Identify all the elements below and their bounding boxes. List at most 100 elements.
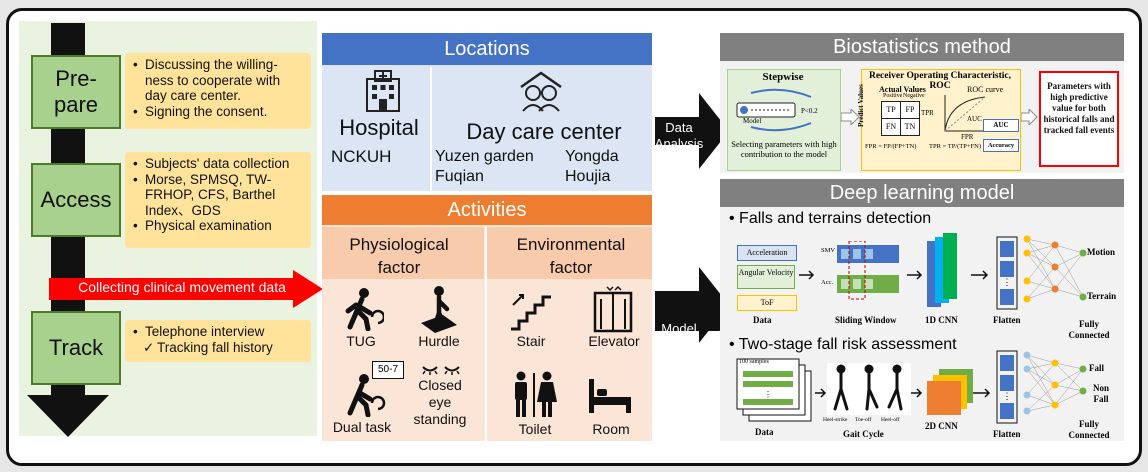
cnn1d-graphic xyxy=(927,233,957,307)
walking-turn-icon xyxy=(345,288,384,331)
prepare-notes: Discussing the willing-ness to cooperate… xyxy=(125,53,311,129)
arrow-icon xyxy=(799,270,815,280)
biostat-title: Biostatistics method xyxy=(720,33,1124,61)
fc-network-graphic xyxy=(1023,235,1087,303)
tpr-formula: TPR = TP/(TP+FN) xyxy=(929,143,981,150)
model-building-label: Model Building xyxy=(655,321,703,352)
arrow-icon xyxy=(841,109,860,125)
negative-label: Negative xyxy=(903,93,925,99)
flatten-graphic: ⋮ xyxy=(996,236,1018,310)
track-notes: Telephone interview Tracking fall histor… xyxy=(125,320,311,362)
activity-label: Stair xyxy=(516,333,546,349)
gait-cycle-graphic xyxy=(827,363,911,415)
svg-text:⋮: ⋮ xyxy=(764,390,772,399)
activity-label: TUG xyxy=(346,333,376,349)
data-label: Data xyxy=(755,427,774,437)
daycare-title: Day care center xyxy=(466,119,622,144)
p-label: P<0.2 xyxy=(801,107,818,115)
cnn2d-label: 2D CNN xyxy=(925,421,958,431)
arrow-icon xyxy=(1021,109,1038,125)
data-analysis-label: Data Analysis xyxy=(654,120,704,151)
cnn2d-graphic xyxy=(927,369,973,415)
collecting-arrow xyxy=(49,270,323,308)
predict-values: Predict Values xyxy=(857,84,865,127)
arrow-icon xyxy=(907,270,923,280)
hospital-name: NCKUH xyxy=(331,147,392,166)
data-label: Data xyxy=(753,315,772,325)
acc-label: Acc. xyxy=(821,279,834,286)
cnn1d-label: 1D CNN xyxy=(925,315,958,325)
note-item: Morse, SPMSQ, TW-FRHOP, CFS, Barthel Ind… xyxy=(133,172,303,219)
tpr-label: TPR xyxy=(921,109,934,117)
roc-curve-label: ROC curve xyxy=(967,85,1004,94)
fully-connected-label: Fully Connected xyxy=(1068,319,1110,340)
falls-title-text: Falls and terrains detection xyxy=(739,210,932,227)
terrain-label: Terrain xyxy=(1087,291,1117,301)
data-item: Angular Velocity xyxy=(737,265,795,289)
samples-graphic: ⋮ xyxy=(736,358,812,422)
roc-title: Receiver Operating Characteristic, ROC xyxy=(868,71,1011,91)
note-item: Tracking fall history xyxy=(133,340,303,356)
note-item: Telephone interview xyxy=(133,324,303,340)
two-stage-title-text: Two-stage fall risk assessment xyxy=(738,336,957,353)
fpr-label: FPR xyxy=(961,133,974,141)
falls-title: • Falls and terrains detection xyxy=(729,210,932,227)
arrow-icon xyxy=(911,388,923,398)
note-item: Signing the consent. xyxy=(133,104,303,120)
flatten-label: Flatten xyxy=(993,429,1021,439)
arrow-icon xyxy=(815,388,827,398)
deep-title: Deep learning model xyxy=(720,179,1124,207)
svg-text:⋮: ⋮ xyxy=(1003,391,1012,401)
cm-cell: TN xyxy=(900,118,920,136)
hospital-title: Hospital xyxy=(339,115,419,140)
divider xyxy=(485,227,487,441)
diagram-frame: Pre- pare Access Track Discussing the wi… xyxy=(6,8,1142,466)
svg-text:⋮: ⋮ xyxy=(1003,277,1012,287)
activity-label: Room xyxy=(592,421,630,437)
dual-task-icon xyxy=(347,374,386,417)
activity-label: Dual task xyxy=(332,419,392,435)
auc-box: AUC xyxy=(983,119,1019,132)
biostat-result: Parameters with high predictive value fo… xyxy=(1039,71,1119,167)
stepwise-box xyxy=(727,69,841,171)
activity-label: Toilet xyxy=(518,421,552,437)
activity-label: Closed eye standing xyxy=(413,377,467,427)
toilet-icon xyxy=(515,371,557,417)
elderly-couple-icon xyxy=(520,71,562,112)
arrow-icon xyxy=(971,270,989,280)
cm-cell: FN xyxy=(881,118,901,136)
site-name: Yuzen garden xyxy=(435,148,534,165)
stepwise-title: Stepwise xyxy=(762,71,804,83)
stepwise-graphic xyxy=(736,88,812,132)
motion-label: Motion xyxy=(1087,247,1115,257)
accuracy-box: Accuracy xyxy=(983,139,1019,152)
note-item: Physical examination xyxy=(133,218,303,234)
samples-label: 100 samples xyxy=(739,359,769,365)
auc-label: AUC xyxy=(967,115,982,123)
stage-prepare: Pre- pare xyxy=(31,55,121,129)
locations-title: Locations xyxy=(322,33,652,65)
roc-plot xyxy=(944,95,986,132)
actual-values: Actual Values xyxy=(879,85,926,94)
model-label: Model xyxy=(743,117,762,125)
divider xyxy=(430,67,432,191)
note-item: Discussing the willing-ness to cooperate… xyxy=(133,57,303,104)
elevator-icon xyxy=(593,285,633,333)
physio-header xyxy=(322,227,484,279)
fc-network-graphic xyxy=(1023,351,1087,415)
stepwise-caption: Selecting parameters with high contribut… xyxy=(731,139,837,159)
dual-task-sign: 50-7 xyxy=(372,361,404,379)
cm-cell: FP xyxy=(900,101,920,119)
fpr-formula: FPR = FP/(FP+TN) xyxy=(865,143,917,150)
cm-cell: TP xyxy=(881,101,901,119)
closed-eye-icon xyxy=(422,366,460,375)
model-arrow xyxy=(655,267,729,343)
hospital-icon xyxy=(366,70,400,112)
data-item: Acceleration xyxy=(737,245,797,261)
gait-label: Heel-strike xyxy=(823,417,848,423)
gait-label: Heel-off xyxy=(881,417,900,423)
gait-label: Toe-off xyxy=(855,417,872,423)
arrow-icon xyxy=(973,388,991,398)
note-item: Subjects' data collection xyxy=(133,156,303,172)
stair-icon xyxy=(511,294,551,331)
